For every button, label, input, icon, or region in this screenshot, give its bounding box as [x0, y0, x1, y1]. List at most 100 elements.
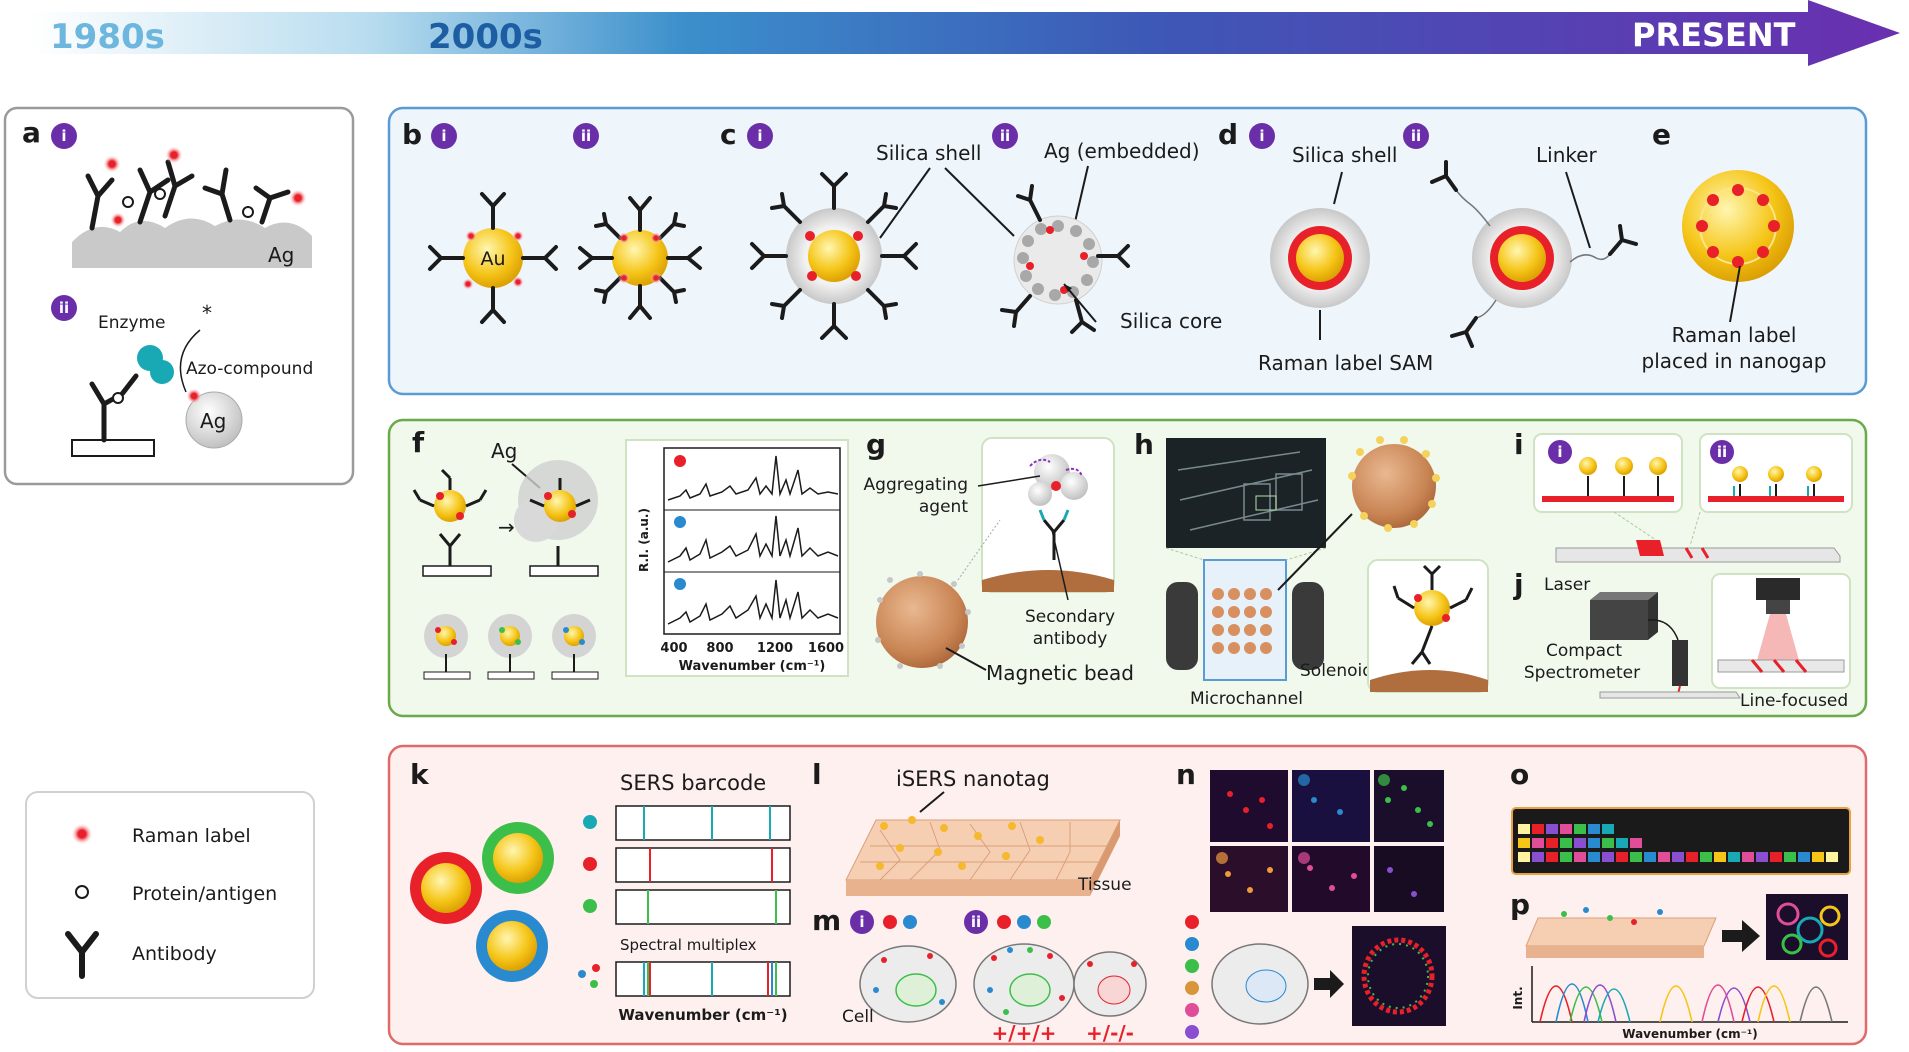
- svg-text:400: 400: [660, 641, 687, 656]
- ag-surface-label: Ag: [268, 243, 294, 267]
- spectra-plot: R.I. (a.u.) 400 800 1200 1600 Wavenumber…: [625, 439, 849, 677]
- svg-text:Raman label: Raman label: [1672, 323, 1797, 347]
- panel-i: i i ii: [1514, 428, 1853, 563]
- panel-a-letter: a: [22, 116, 41, 149]
- panel-o: o: [1510, 758, 1851, 875]
- silica-coated-au: [750, 172, 918, 340]
- raman-label-icon: [71, 823, 93, 845]
- panel-n: n: [1176, 758, 1446, 1039]
- svg-text:Laser: Laser: [1544, 575, 1590, 595]
- svg-text:k: k: [410, 758, 430, 791]
- barcode-3: [615, 889, 791, 925]
- protein-icon: [75, 885, 89, 899]
- svg-text:f: f: [412, 426, 425, 459]
- svg-text:→: →: [498, 515, 515, 539]
- legend-protein: Protein/antigen: [132, 883, 277, 905]
- multiplex-sandwiches: [423, 614, 599, 680]
- svg-text:iSERS nanotag: iSERS nanotag: [896, 767, 1050, 791]
- svg-text:agent: agent: [919, 497, 968, 517]
- svg-text:g: g: [866, 428, 886, 461]
- svg-text:placed in nanogap: placed in nanogap: [1642, 349, 1827, 373]
- svg-text:Line-focused: Line-focused: [1740, 691, 1848, 711]
- svg-text:antibody: antibody: [1033, 629, 1108, 649]
- svg-text:h: h: [1134, 428, 1154, 461]
- panel-l: l iSERS nanotag Tissue: [812, 758, 1132, 896]
- barcode-title: SERS barcode: [620, 771, 766, 795]
- svg-text:Microchannel: Microchannel: [1190, 689, 1303, 709]
- antibody-cluster: [85, 159, 291, 231]
- svg-text:j: j: [1513, 568, 1524, 601]
- spectra-xlabel: Wavenumber (cm⁻¹): [679, 659, 826, 674]
- tissue-map: [1766, 894, 1848, 960]
- ag-embedded-label: Ag (embedded): [1044, 139, 1200, 163]
- panel-m: m i ii Cell +/+/+ +/-/-: [812, 904, 1147, 1045]
- svg-text:Compact: Compact: [1546, 641, 1622, 661]
- silica-core-label: Silica core: [1120, 309, 1222, 333]
- microscopy-grid: [1210, 770, 1444, 912]
- azo-arrow: [179, 329, 201, 393]
- svg-text:ii: ii: [59, 299, 69, 317]
- svg-text:Raman label SAM: Raman label SAM: [1258, 351, 1433, 375]
- svg-text:Cell: Cell: [842, 1007, 874, 1027]
- tag-red: [410, 852, 482, 924]
- svg-text:Ag: Ag: [491, 439, 517, 463]
- badge-ii: [51, 295, 77, 321]
- svg-text:c: c: [720, 118, 737, 151]
- solenoid-right: [1292, 582, 1324, 670]
- svg-text:o: o: [1510, 758, 1529, 791]
- silica-core-ag: [1000, 184, 1130, 334]
- n-color-dots: [1185, 915, 1199, 1039]
- svg-text:ii: ii: [971, 913, 981, 931]
- svg-text:i: i: [61, 127, 66, 145]
- timeline-mid-label: 2000s: [428, 17, 543, 57]
- svg-text:Wavenumber (cm⁻¹): Wavenumber (cm⁻¹): [1622, 1027, 1757, 1041]
- svg-text:1600: 1600: [808, 641, 844, 656]
- svg-text:Spectrometer: Spectrometer: [1524, 663, 1640, 683]
- tissue-surface: [845, 819, 1121, 881]
- svg-text:i: i: [757, 127, 762, 145]
- svg-text:b: b: [402, 118, 422, 151]
- svg-text:i: i: [1514, 428, 1524, 461]
- barcode-multiplex: [615, 961, 791, 997]
- svg-text:i: i: [441, 127, 446, 145]
- svg-text:1200: 1200: [757, 641, 793, 656]
- panel-a: a i Ag ii Enzyme * Azo-compound: [3, 106, 355, 486]
- timeline-arrow: 1980s 2000s PRESENT: [30, 0, 1900, 66]
- azo-label: Azo-compound: [186, 359, 313, 379]
- panel-c: c i ii Silica shell Ag (embedded): [720, 118, 1222, 340]
- svg-text:d: d: [1218, 118, 1238, 151]
- svg-text:n: n: [1176, 758, 1196, 791]
- sandwich-1: [412, 468, 492, 577]
- svg-text:Au: Au: [480, 248, 505, 270]
- svg-text:i: i: [1259, 127, 1264, 145]
- barcode-1: [615, 805, 791, 841]
- svg-text:Silica shell: Silica shell: [1292, 143, 1398, 167]
- timeline-start-label: 1980s: [50, 17, 165, 57]
- svg-text:Magnetic bead: Magnetic bead: [986, 661, 1134, 685]
- lateral-flow-strip: [1555, 547, 1841, 563]
- svg-text:+/+/+: +/+/+: [992, 1021, 1057, 1045]
- panel-g: g Aggregating agent Secondary antibody M…: [864, 428, 1134, 685]
- svg-text:Wavenumber (cm⁻¹): Wavenumber (cm⁻¹): [618, 1006, 787, 1024]
- svg-text:Secondary: Secondary: [1025, 607, 1115, 627]
- silica-shell-label: Silica shell: [876, 141, 982, 165]
- au-nanoparticle-2: [578, 196, 702, 320]
- svg-text:l: l: [812, 758, 822, 791]
- antibody-enzyme: [89, 373, 139, 443]
- svg-text:ii: ii: [1000, 127, 1010, 145]
- panel-p: p Int. Wavenumber (cm⁻¹): [1510, 888, 1848, 1041]
- timeline-end-label: PRESENT: [1632, 16, 1796, 54]
- panel-k: k SERS barcode Spectral multiplex Wavenu…: [410, 758, 791, 1024]
- tag-blue: [476, 910, 548, 982]
- panel-f: f Ag →: [412, 426, 849, 680]
- multiplex-cells: [1518, 824, 1838, 862]
- svg-text:ii: ii: [581, 127, 591, 145]
- sandwich-2: [514, 460, 599, 577]
- au-nanoparticle-1: Au: [428, 192, 558, 324]
- badge-i: [51, 123, 77, 149]
- svg-text:+/-/-: +/-/-: [1086, 1021, 1134, 1045]
- spectrometer-box: [1590, 600, 1648, 640]
- svg-text:m: m: [812, 904, 841, 937]
- svg-text:e: e: [1652, 118, 1671, 151]
- ag-particle-label: Ag: [200, 409, 226, 433]
